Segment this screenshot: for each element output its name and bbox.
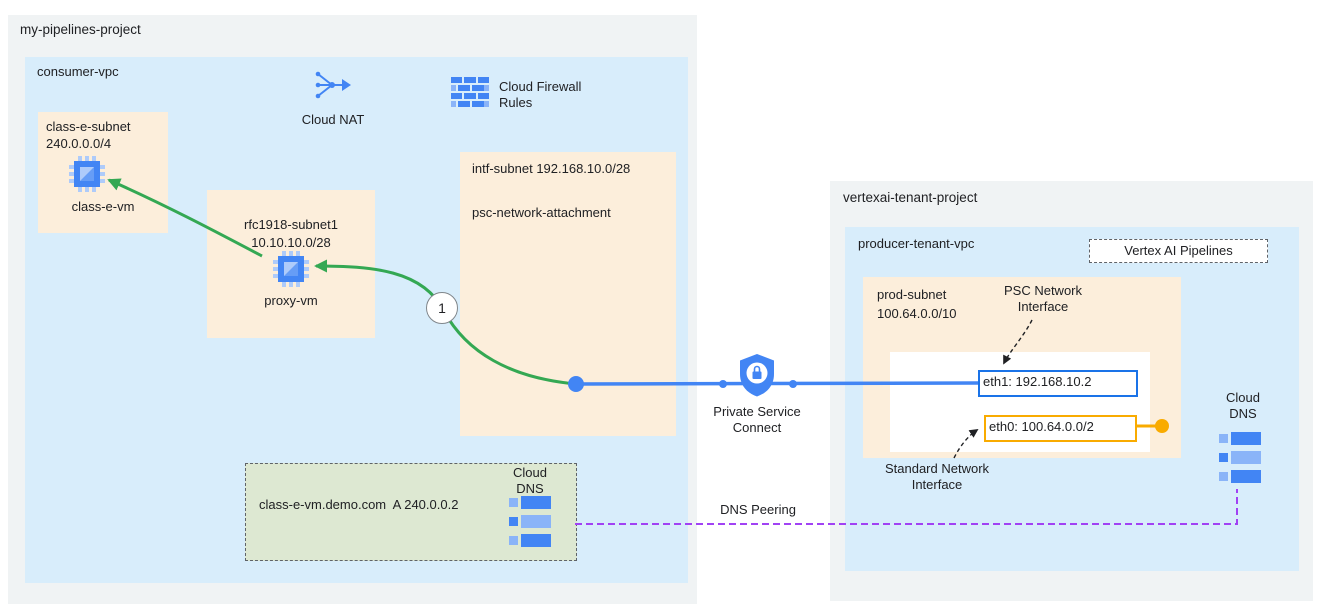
prod-subnet-cidr: 100.64.0.0/10 [877, 306, 957, 321]
vertex-ai-pipelines-badge: Vertex AI Pipelines [1089, 239, 1268, 263]
psc-network-attachment-label: psc-network-attachment [472, 205, 611, 220]
class-e-vm-icon [69, 156, 105, 192]
step-1-marker: 1 [426, 292, 458, 324]
private-service-connect-icon [738, 353, 776, 397]
cloud-nat-icon [313, 68, 353, 102]
consumer-vpc-title: consumer-vpc [37, 64, 119, 79]
standard-network-interface-label: Standard Network Interface [884, 461, 990, 492]
producer-cloud-dns-icon [1217, 430, 1263, 486]
consumer-cloud-dns-label: Cloud DNS [513, 465, 547, 496]
proxy-vm-icon [273, 251, 309, 287]
rfc1918-subnet-name: rfc1918-subnet1 [244, 217, 338, 232]
psc-network-interface-label: PSC Network Interface [1003, 283, 1083, 314]
cloud-nat-label: Cloud NAT [301, 112, 365, 127]
class-e-vm-label: class-e-vm [71, 199, 135, 214]
intf-subnet-name: intf-subnet 192.168.10.0/28 [472, 161, 631, 176]
cloud-firewall-icon [451, 77, 489, 107]
eth1-interface: eth1: 192.168.10.2 [978, 370, 1138, 397]
producer-vpc-title: producer-tenant-vpc [858, 236, 975, 251]
line-node-dot [789, 380, 797, 388]
producer-project-title: vertexai-tenant-project [843, 190, 978, 205]
dns-record: class-e-vm.demo.com A 240.0.0.2 [259, 497, 459, 512]
class-e-subnet-name: class-e-subnet [46, 119, 131, 134]
consumer-project-title: my-pipelines-project [20, 22, 141, 37]
class-e-subnet-cidr: 240.0.0.0/4 [46, 136, 112, 151]
line-node-dot [719, 380, 727, 388]
eth0-interface: eth0: 100.64.0.0/2 [984, 415, 1137, 442]
private-service-connect-label: Private Service Connect [713, 404, 801, 435]
dns-peering-label: DNS Peering [720, 502, 796, 517]
cloud-firewall-label: Cloud Firewall Rules [499, 79, 582, 110]
intf-subnet-box [460, 152, 676, 436]
consumer-cloud-dns-icon [507, 494, 553, 550]
producer-cloud-dns-label: Cloud DNS [1226, 390, 1260, 421]
rfc1918-subnet-cidr: 10.10.10.0/28 [251, 235, 331, 250]
prod-subnet-name: prod-subnet [877, 287, 947, 302]
proxy-vm-label: proxy-vm [264, 293, 318, 308]
